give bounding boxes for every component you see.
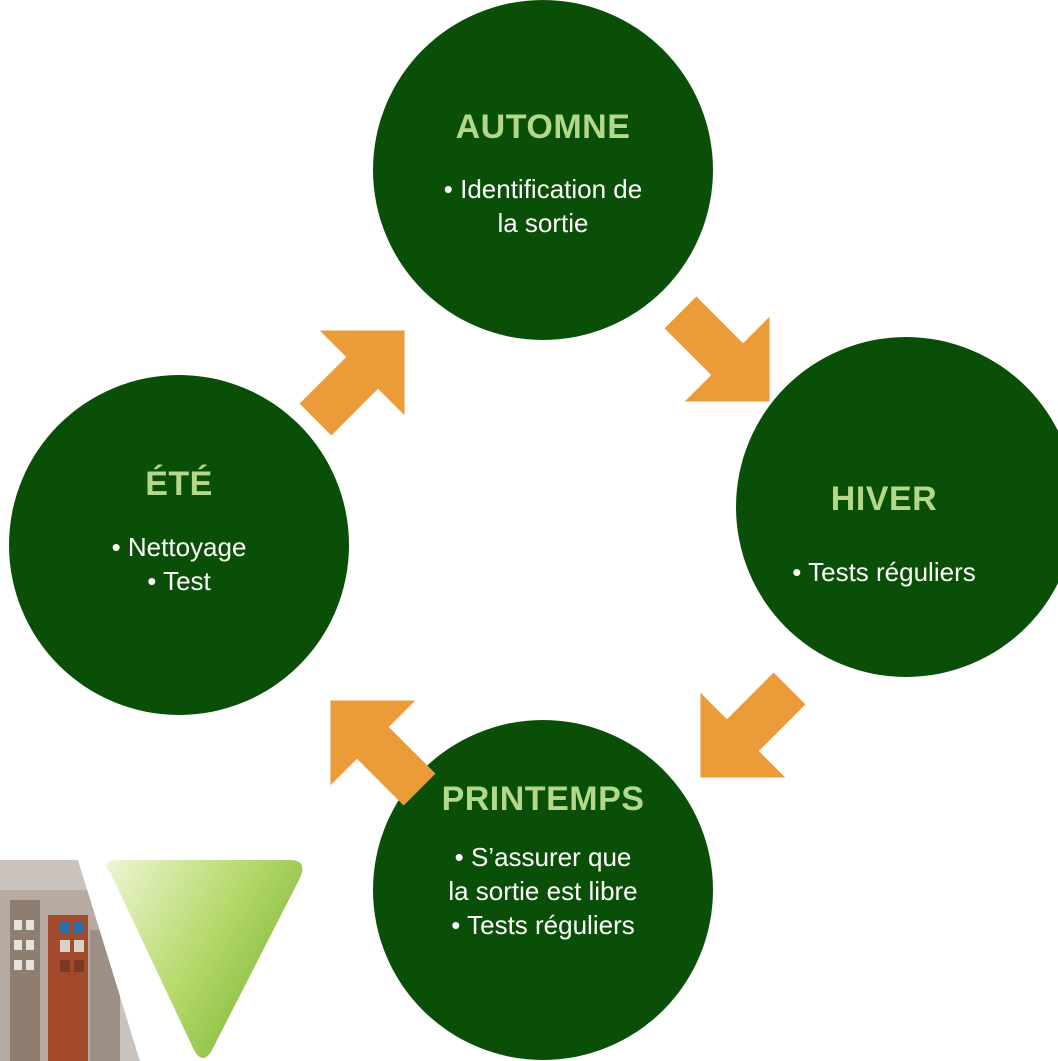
- season-item: • Tests réguliers: [451, 910, 635, 940]
- season-items-ete: • Nettoyage • Test: [59, 530, 299, 598]
- building-photo-logo: [0, 860, 303, 1061]
- season-items-automne: • Identification de la sortie: [441, 172, 646, 240]
- arrow-shape: [664, 296, 770, 402]
- season-items-hiver: • Tests réguliers: [714, 555, 1054, 589]
- arrow-hiver-to-printemps: [700, 672, 806, 778]
- season-circle-ete: ÉTÉ • Nettoyage • Test: [9, 375, 349, 715]
- season-item: • Test: [147, 566, 211, 596]
- season-item: • Tests réguliers: [792, 557, 976, 587]
- arrow-ete-to-automne: [299, 330, 405, 436]
- arrow-shape: [299, 330, 405, 436]
- season-item: • Identification de la sortie: [443, 174, 643, 238]
- season-title-hiver: HIVER: [830, 480, 938, 518]
- season-circle-hiver: HIVER • Tests réguliers: [736, 337, 1058, 677]
- arrow-shape: [700, 672, 806, 778]
- season-title-automne: AUTOMNE: [455, 108, 631, 146]
- season-circle-automne: AUTOMNE • Identification de la sortie: [373, 0, 713, 340]
- arrow-printemps-to-ete: [330, 700, 436, 806]
- arrow-automne-to-hiver: [664, 296, 770, 402]
- arrow-shape: [330, 700, 436, 806]
- green-triangle-icon: [105, 860, 303, 1058]
- season-item: • Nettoyage: [111, 532, 247, 562]
- season-title-ete: ÉTÉ: [145, 465, 213, 503]
- season-items-printemps: • S’assurer que la sortie est libre • Te…: [443, 840, 643, 942]
- season-title-printemps: PRINTEMPS: [441, 780, 645, 818]
- season-item: • S’assurer que la sortie est libre: [448, 842, 638, 906]
